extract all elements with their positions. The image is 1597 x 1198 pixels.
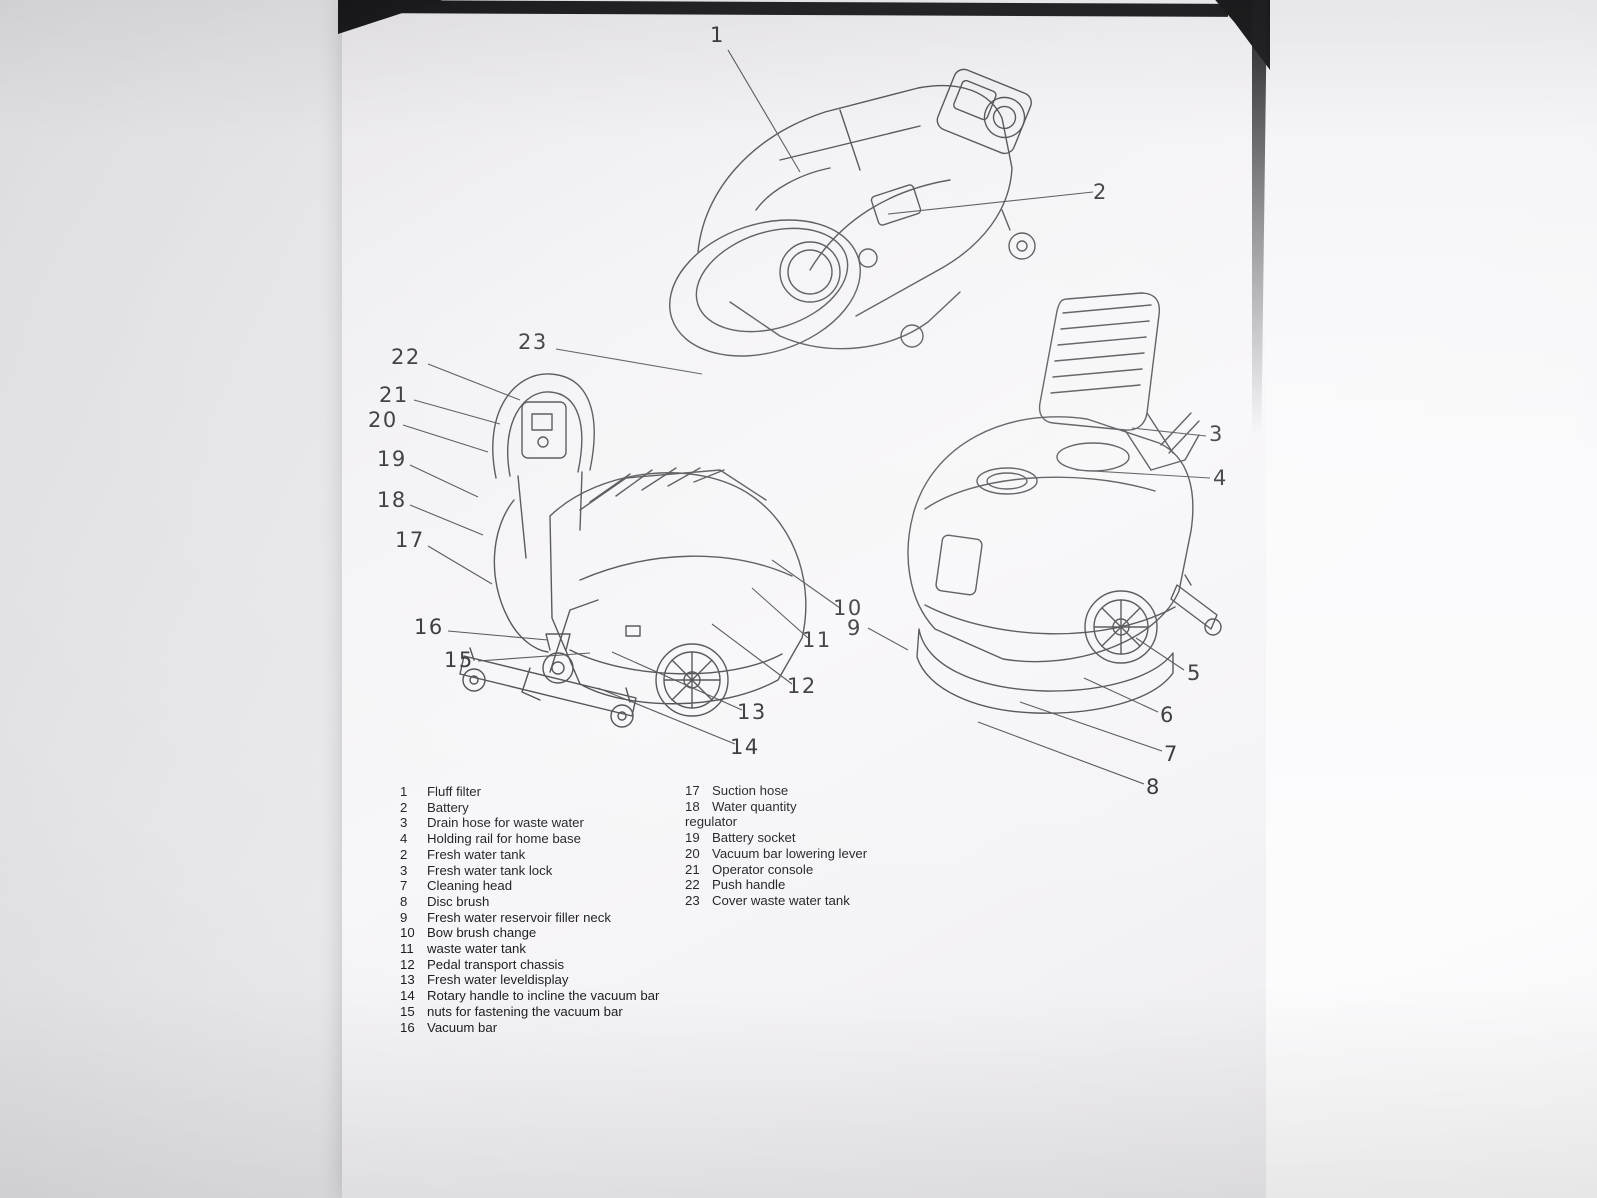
callout-4: 4 xyxy=(1213,466,1228,490)
legend-item-text: Vacuum bar lowering lever xyxy=(712,845,868,861)
legend-item-continuation: regulator xyxy=(685,814,945,830)
callout-10: 10 xyxy=(833,596,863,620)
legend-item-number: 1 xyxy=(400,784,408,799)
legend-item-number: 8 xyxy=(400,893,408,909)
parts-legend-left-column: 1 Fluff filter 2 Battery 3 Drain hose for w… xyxy=(400,784,700,1035)
callout-8: 8 xyxy=(1146,775,1161,799)
callout-7: 7 xyxy=(1164,742,1179,766)
legend-item: 11 waste water tank xyxy=(400,941,700,957)
callout-6: 6 xyxy=(1160,703,1175,727)
legend-item: 7 Cleaning head xyxy=(400,878,700,894)
legend-item-text: Rotary handle to incline the vacuum bar xyxy=(427,988,660,1004)
legend-item-number: 2 xyxy=(400,846,408,862)
legend-item-number: 16 xyxy=(400,1019,415,1035)
legend-item-number: 19 xyxy=(685,830,700,846)
legend-item-number: 9 xyxy=(400,909,408,925)
legend-item-text: Water quantity xyxy=(712,798,797,814)
legend-item: 13 Fresh water leveldisplay xyxy=(400,972,700,988)
legend-item: 2 Battery xyxy=(400,800,700,816)
legend-item: 22 Push handle xyxy=(685,877,945,893)
legend-item-number: 15 xyxy=(400,1003,415,1019)
legend-item: 2 Fresh water tank xyxy=(400,847,700,863)
legend-item: 10 Bow brush change xyxy=(400,925,700,941)
legend-item-text: Pedal transport chassis xyxy=(427,956,565,972)
legend-item: 19 Battery socket xyxy=(685,830,945,846)
legend-item-number: 2 xyxy=(400,799,408,815)
legend-item-text: Bow brush change xyxy=(427,925,537,941)
callout-1: 1 xyxy=(710,23,725,47)
legend-item: 1 Fluff filter xyxy=(400,784,700,800)
legend-item-text: Operator console xyxy=(712,861,814,877)
legend-item-number: 22 xyxy=(685,877,700,893)
legend-item-text: Battery xyxy=(427,799,469,815)
legend-item-text: Suction hose xyxy=(712,783,789,798)
legend-item-number: 12 xyxy=(400,956,415,972)
legend-item-text: Fresh water tank xyxy=(427,846,526,862)
legend-item: 23 Cover waste water tank xyxy=(685,893,945,909)
legend-item-number: 10 xyxy=(400,925,415,941)
legend-item-number: 20 xyxy=(685,845,700,861)
legend-item-text: Fresh water leveldisplay xyxy=(427,972,569,988)
callout-9: 9 xyxy=(847,616,862,640)
legend-item-text: Holding rail for home base xyxy=(427,831,581,847)
legend-item-text: Fresh water reservoir filler neck xyxy=(427,909,611,925)
callout-5: 5 xyxy=(1187,661,1202,685)
legend-item-text: Battery socket xyxy=(712,830,796,846)
legend-item-number: 21 xyxy=(685,861,700,877)
legend-item-number: 11 xyxy=(400,941,414,957)
callout-12: 12 xyxy=(787,674,817,698)
legend-item-number: 4 xyxy=(400,831,408,847)
callout-3: 3 xyxy=(1209,422,1224,446)
callout-17: 17 xyxy=(395,528,425,552)
legend-item-text: Disc brush xyxy=(427,893,490,909)
legend-item: 14 Rotary handle to incline the vacuum ba… xyxy=(400,988,700,1004)
illustration-machine-tilted-view xyxy=(669,68,1036,357)
legend-item: 3 Drain hose for waste water xyxy=(400,815,700,831)
callout-23: 23 xyxy=(518,330,548,354)
callout-22: 22 xyxy=(391,345,421,369)
legend-item-number: 7 xyxy=(400,878,408,894)
legend-item: 9 Fresh water reservoir filler neck xyxy=(400,910,700,926)
legend-item-text: Push handle xyxy=(712,877,786,893)
legend-item: 20 Vacuum bar lowering lever xyxy=(685,846,945,862)
legend-item-number: 3 xyxy=(400,815,408,831)
callout-18: 18 xyxy=(377,488,407,512)
page-right-margin xyxy=(1266,0,1597,1198)
legend-item-number: 17 xyxy=(685,783,700,798)
legend-item-number: 3 xyxy=(400,862,408,878)
callout-21: 21 xyxy=(379,383,409,407)
legend-item-text: Fresh water tank lock xyxy=(427,862,553,878)
legend-item: 18 Water quantity xyxy=(685,799,945,815)
legend-item-number: 13 xyxy=(400,972,415,988)
callout-14: 14 xyxy=(730,735,760,759)
illustration-machine-open-cover-view xyxy=(907,292,1222,714)
legend-item: 21 Operator console xyxy=(685,862,945,878)
legend-item-number: 23 xyxy=(685,892,700,908)
callout-19: 19 xyxy=(377,447,407,471)
legend-item: 12 Pedal transport chassis xyxy=(400,957,700,973)
parts-legend-right-column: 17 Suction hose 18 Water quantity regulato… xyxy=(685,783,945,909)
legend-item-text: Fluff filter xyxy=(427,784,481,799)
callout-2: 2 xyxy=(1093,180,1108,204)
callout-20: 20 xyxy=(368,408,398,432)
callout-11: 11 xyxy=(802,628,832,652)
legend-item-text: Cover waste water tank xyxy=(712,892,850,908)
legend-item-text: Drain hose for waste water xyxy=(427,815,584,831)
legend-item-text: nuts for fastening the vacuum bar xyxy=(427,1003,623,1019)
legend-item: 16 Vacuum bar xyxy=(400,1020,700,1036)
legend-item-text: Vacuum bar xyxy=(427,1019,498,1035)
callout-16: 16 xyxy=(414,615,444,639)
legend-item-text: Cleaning head xyxy=(427,878,513,894)
legend-item: 8 Disc brush xyxy=(400,894,700,910)
legend-item-number: 14 xyxy=(400,988,415,1004)
legend-item-text: regulator xyxy=(685,814,738,830)
legend-item-number: 18 xyxy=(685,798,700,814)
callout-15: 15 xyxy=(444,648,474,672)
legend-item: 4 Holding rail for home base xyxy=(400,831,700,847)
legend-item: 3 Fresh water tank lock xyxy=(400,863,700,879)
legend-item-text: waste water tank xyxy=(427,941,526,957)
legend-item: 15 nuts for fastening the vacuum bar xyxy=(400,1004,700,1020)
legend-item: 17 Suction hose xyxy=(685,783,945,799)
callout-13: 13 xyxy=(737,700,767,724)
